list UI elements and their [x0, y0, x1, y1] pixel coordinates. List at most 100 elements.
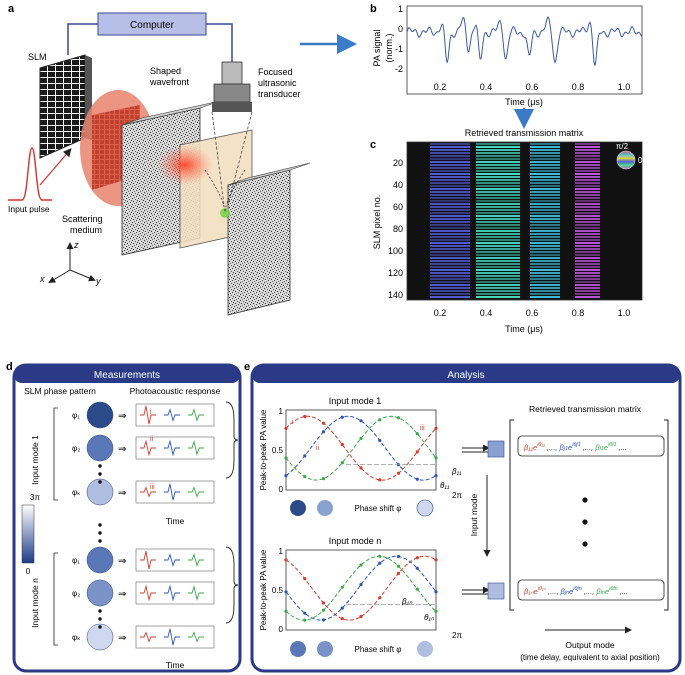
- en-ytick-05: 0.5: [272, 586, 284, 595]
- tm-stripe: [476, 167, 520, 169]
- tm-stripe: [476, 200, 520, 202]
- phi-label: φ₂: [72, 444, 80, 453]
- rown-betak: βlneiθln: [595, 586, 617, 596]
- tm-stripe: [575, 287, 600, 289]
- tm-stripe: [476, 269, 520, 271]
- tm-stripe: [430, 257, 470, 259]
- wavefront-label-1: Shaped: [150, 66, 181, 76]
- computer-label: Computer: [130, 20, 175, 31]
- matrix-bracket-left: [509, 419, 514, 611]
- tm-stripe: [530, 185, 560, 187]
- c-ytick-60: 60: [393, 202, 403, 212]
- input-pulse-curve: [8, 147, 52, 201]
- tm-stripe: [530, 215, 560, 217]
- tm-stripe: [430, 185, 470, 187]
- vdot: [98, 480, 102, 484]
- tm-stripe: [575, 230, 600, 232]
- c-xtick-2: 0.4: [480, 308, 493, 318]
- e1-ytick-05: 0.5: [272, 446, 284, 455]
- cable-slm: [67, 23, 98, 55]
- colorbar-bottom: 0: [26, 567, 31, 576]
- tm-stripe: [575, 188, 600, 190]
- axis-z-label: z: [73, 240, 79, 250]
- matrix-row-1: [517, 435, 665, 457]
- tm-stripe: [530, 164, 560, 166]
- rown-beta1: β₁ₙeiθ₁ₙ: [523, 586, 547, 596]
- axis-y-label: y: [95, 276, 101, 286]
- tm-stripe: [530, 242, 560, 244]
- c-xtick-4: 0.8: [572, 308, 585, 318]
- tm-stripe: [430, 221, 470, 223]
- tm-stripe: [476, 176, 520, 178]
- tm-stripe: [530, 179, 560, 181]
- rown-betaj: βjneiθjn: [560, 586, 582, 596]
- tm-stripe: [476, 143, 520, 145]
- tm-stripe: [476, 266, 520, 268]
- pa-pulse: [164, 628, 180, 646]
- input-mode-1-label: Input mode 1: [30, 435, 40, 485]
- roman-label: i: [150, 409, 152, 416]
- phase-curve: [285, 415, 437, 481]
- b-xtick-1: 0.2: [434, 82, 447, 92]
- tm-stripe: [575, 170, 600, 172]
- tm-stripe: [430, 191, 470, 193]
- tm-stripe: [530, 152, 560, 154]
- tm-stripe: [476, 263, 520, 265]
- tm-stripe: [575, 245, 600, 247]
- phase-point: [340, 442, 344, 447]
- phase-colorbar: [21, 504, 35, 564]
- transducer-label-1: Focused: [258, 67, 293, 77]
- implies-arrow: ⇒: [118, 556, 126, 567]
- slm-label: SLM: [28, 52, 47, 62]
- pa-pulse: [140, 486, 156, 498]
- tm-stripe: [476, 215, 520, 217]
- tm-stripe: [430, 272, 470, 274]
- panel-e-letter: e: [244, 361, 250, 373]
- col-pa-response: Photoacoustic response: [130, 386, 221, 396]
- roman-label: iii: [150, 484, 155, 491]
- pa-pulse: [188, 408, 204, 422]
- slm-pattern-disc: [86, 579, 114, 607]
- tm-stripe: [530, 278, 560, 280]
- e1-2pi: 2π: [452, 491, 462, 500]
- b-ytick-1: 1: [398, 4, 403, 14]
- implies-arrow: ⇒: [118, 488, 126, 499]
- c-title: Retrieved transmission matrix: [465, 128, 584, 138]
- tm-stripe: [430, 209, 470, 211]
- tm-stripe: [530, 260, 560, 262]
- tm-stripe: [575, 269, 600, 271]
- en-icon-1: [290, 641, 306, 657]
- tm-stripe: [476, 212, 520, 214]
- phi-label: φ₁: [72, 411, 80, 420]
- tm-stripe: [575, 284, 600, 286]
- input-mode-label: Input mode: [469, 493, 479, 536]
- plot-b-frame: [406, 5, 643, 95]
- tm-stripe: [476, 182, 520, 184]
- e1-ytick-0: 0: [279, 485, 284, 494]
- curly-brace: [225, 546, 239, 624]
- pa-pulse: [140, 550, 156, 570]
- phase-colorwheel: [616, 150, 636, 170]
- transducer-body: [221, 61, 243, 85]
- tm-stripe: [476, 248, 520, 250]
- phase-point: [434, 456, 438, 460]
- tm-stripe: [530, 182, 560, 184]
- tm-stripe: [430, 161, 470, 163]
- phase-point: [434, 474, 438, 478]
- phi-label: φₖ: [72, 633, 81, 642]
- e1-theta: θ₁₁: [440, 481, 450, 490]
- tm-stripe: [575, 212, 600, 214]
- phase-point: [321, 601, 326, 605]
- mode1-thumbnail: [487, 440, 505, 458]
- retrieved-tm-label: Retrieved transmission matrix: [529, 404, 642, 414]
- tm-stripe: [575, 251, 600, 253]
- pa-pulse: [164, 584, 180, 602]
- e-roman-label: ii: [316, 445, 320, 452]
- en-icon-2: [317, 641, 333, 657]
- phase-point: [434, 590, 438, 594]
- tm-stripe: [476, 164, 520, 166]
- e-moden-title: Input mode n: [329, 536, 382, 546]
- tm-stripe: [476, 149, 520, 151]
- e1-icon-1: [290, 500, 306, 516]
- tm-stripe: [530, 209, 560, 211]
